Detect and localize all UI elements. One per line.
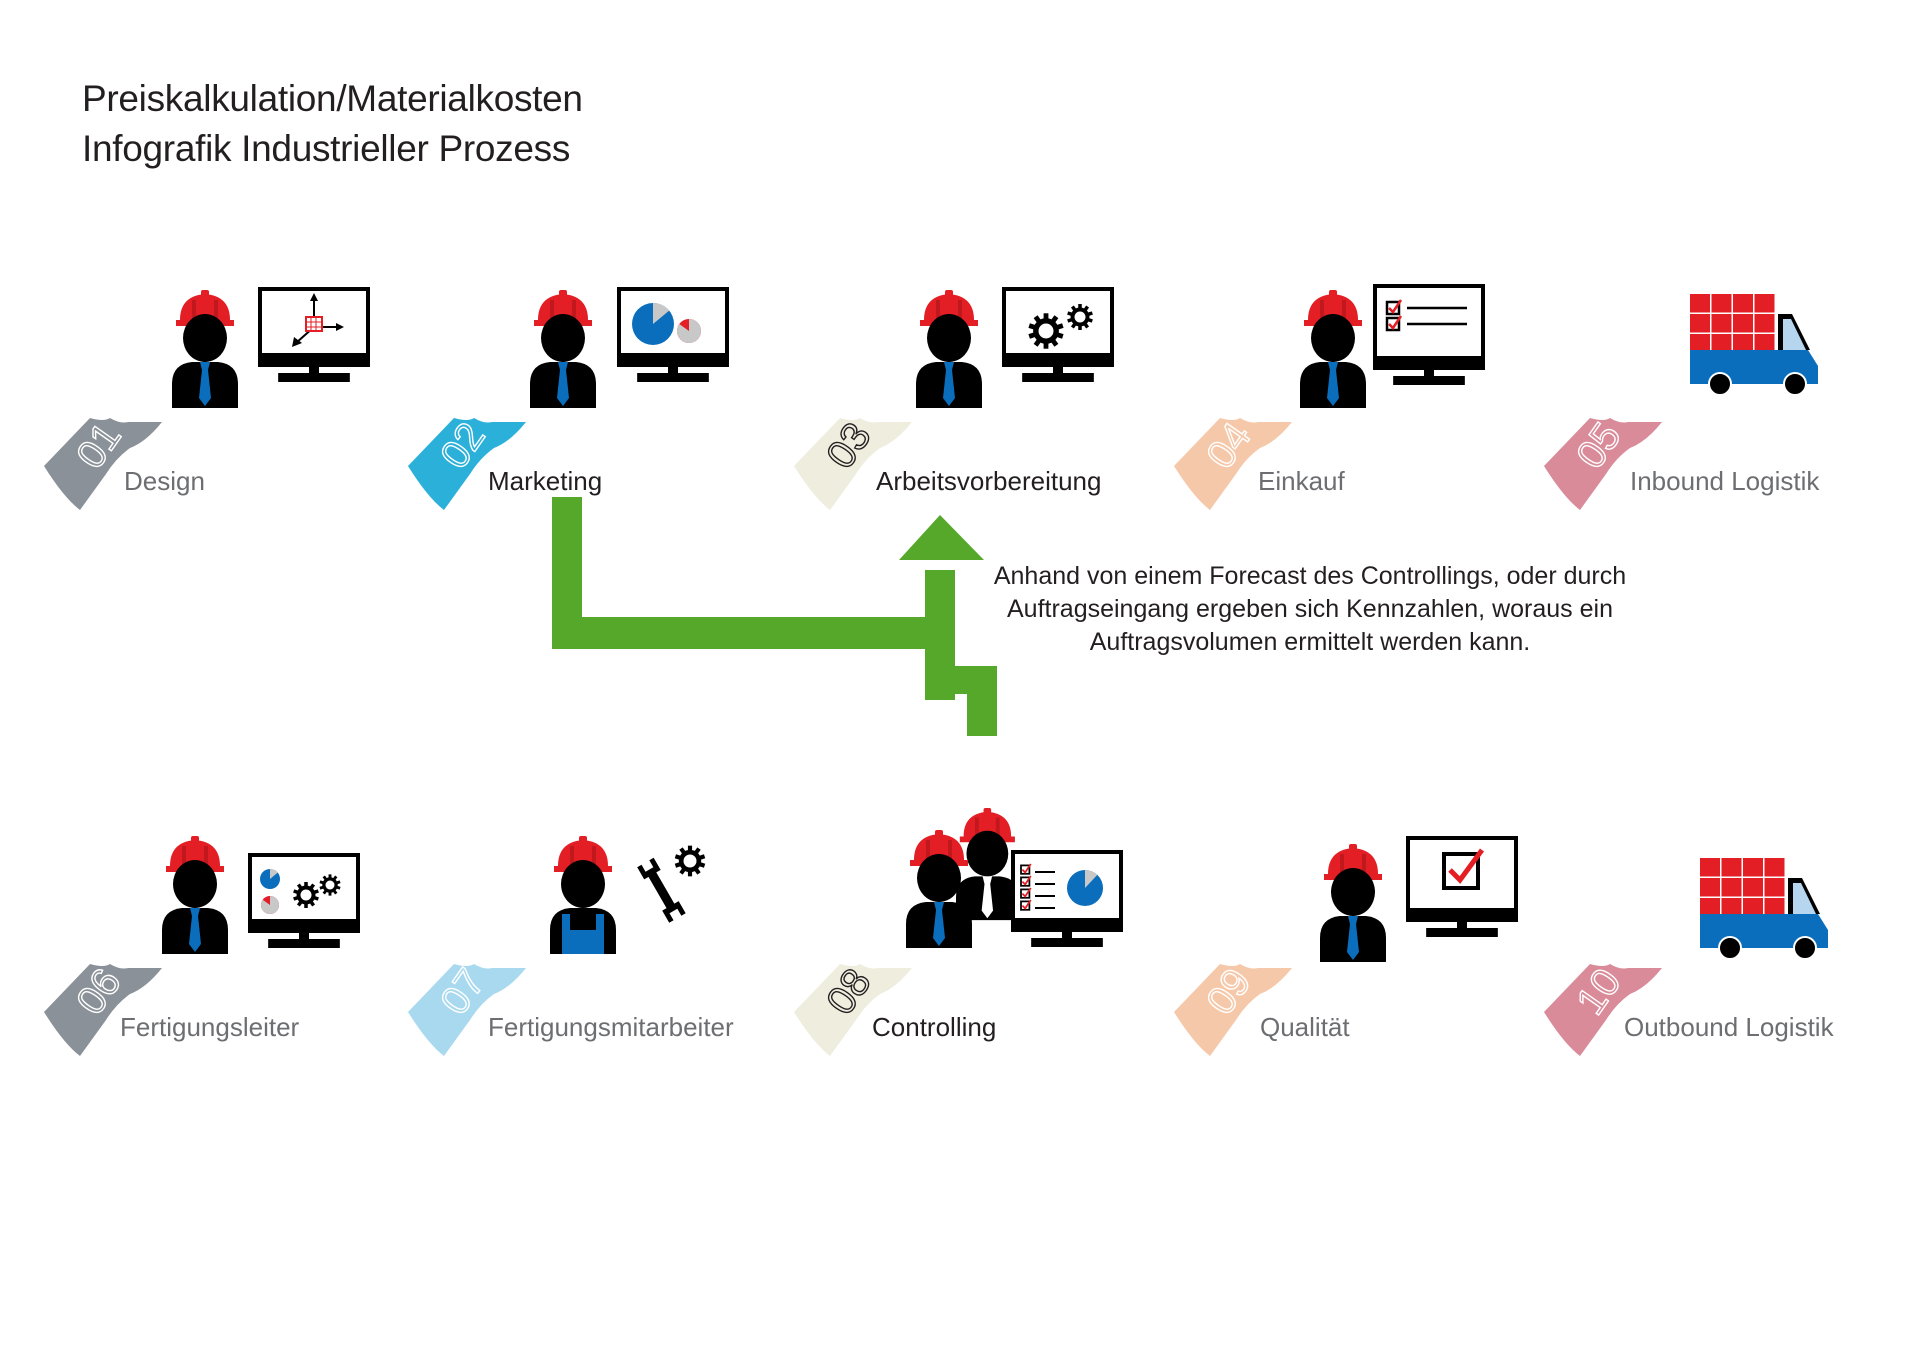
step-number-tag: 02 (408, 414, 526, 510)
arrow-tail-from-controlling (967, 666, 997, 736)
engineer-gears-monitor-icon (916, 287, 1114, 408)
pie-chart-icon (260, 869, 280, 889)
process-step-10: 10 Outbound Logistik (1544, 816, 1920, 1076)
title-line-1: Preiskalkulation/Materialkosten (82, 78, 583, 119)
wrench-icon (637, 857, 686, 923)
pie-chart-icon (1067, 870, 1103, 906)
tag-ribbon-shape (794, 418, 912, 510)
monitor (617, 287, 729, 382)
arrow-segment-horizontal (552, 617, 932, 649)
step-label: Fertigungsleiter (120, 1012, 300, 1042)
tag-ribbon-shape (1544, 964, 1662, 1056)
engineer-3d-design-monitor-icon (172, 287, 370, 408)
worker-figure (550, 836, 616, 954)
team-checklist-pie-monitor-icon (906, 808, 1123, 948)
step-label: Design (124, 466, 205, 496)
step-label: Qualität (1260, 1012, 1350, 1042)
tag-ribbon-shape (1544, 418, 1662, 510)
description-line: Auftragsvolumen ermittelt werden kann. (1089, 628, 1531, 656)
monitor (1002, 287, 1114, 382)
step-number-tag: 05 (1544, 414, 1662, 510)
checkbox-checked-icon (1385, 315, 1403, 332)
step-number-tag: 04 (1174, 414, 1292, 510)
step-number-tag: 06 (44, 960, 162, 1056)
monitor (1373, 284, 1485, 385)
pie-chart-icon (261, 896, 279, 914)
process-step-07: 07 Fertigungsmitarbeiter (408, 816, 840, 1076)
engineer-checkbox-monitor-icon (1320, 836, 1518, 962)
pie-chart-icon (632, 303, 674, 345)
step-label: Fertigungsmitarbeiter (488, 1012, 734, 1042)
step-label: Outbound Logistik (1624, 1012, 1834, 1042)
worker-wrench-gear-icon (550, 836, 706, 954)
delivery-truck (1700, 858, 1828, 960)
process-step-06: 06 Fertigungsleiter (44, 816, 472, 1076)
checkbox-checked-icon (1020, 887, 1032, 899)
worker-figure (162, 836, 228, 954)
monitor (248, 853, 360, 948)
engineer-charts-gears-monitor-icon (162, 836, 360, 954)
worker-figure (1300, 290, 1366, 408)
step-label: Arbeitsvorbereitung (876, 466, 1102, 496)
checkbox-checked-icon (1020, 875, 1032, 887)
gear-icon (1067, 304, 1093, 330)
green-arrow-shape (552, 497, 997, 736)
step-number-tag: 09 (1174, 960, 1292, 1056)
title-line-2: Infografik Industrieller Prozess (82, 128, 571, 169)
tag-ribbon-shape (44, 418, 162, 510)
checkbox-checked-icon (1442, 848, 1485, 890)
step-number-tag: 07 (408, 960, 526, 1056)
monitor (1011, 850, 1123, 947)
tag-ribbon-shape (1174, 964, 1292, 1056)
pie-chart-icon (677, 319, 701, 343)
process-step-09: 09 Qualität (1174, 816, 1610, 1076)
step-number-tag: 01 (44, 414, 162, 510)
worker-figure (956, 808, 1019, 921)
checkbox-checked-icon (1020, 899, 1032, 911)
step-number-tag: 08 (794, 960, 912, 1056)
tag-ribbon-shape (408, 418, 526, 510)
monitor (258, 287, 370, 382)
flow-description: Anhand von einem Forecast des Controllin… (960, 560, 1660, 659)
process-step-04: 04 Einkauf (1174, 270, 1610, 530)
process-step-05: 05 Inbound Logistik (1544, 270, 1920, 530)
3d-cube-axes-icon (292, 293, 344, 347)
tag-ribbon-shape (1174, 418, 1292, 510)
tag-ribbon-shape (44, 964, 162, 1056)
delivery-truck-icon (1700, 858, 1828, 960)
worker-figure (172, 290, 238, 408)
gear-icon (293, 882, 319, 908)
step-number-tag: 10 (1544, 960, 1662, 1056)
step-label: Marketing (488, 466, 603, 496)
process-step-01: 01 Design (44, 270, 472, 530)
description-line: Anhand von einem Forecast des Controllin… (993, 562, 1627, 590)
gear-icon (1028, 313, 1064, 349)
step-label: Inbound Logistik (1630, 466, 1820, 496)
gear-icon (674, 845, 706, 877)
step-label: Einkauf (1258, 466, 1345, 496)
engineer-checklist-monitor-icon (1300, 284, 1485, 408)
tag-ribbon-shape (408, 964, 526, 1056)
checkbox-checked-icon (1385, 299, 1403, 316)
worker-figure (530, 290, 596, 408)
process-step-02: 02 Marketing (408, 270, 840, 530)
process-step-08: 08 Controlling (794, 808, 1226, 1076)
worker-figure (916, 290, 982, 408)
engineer-pie-chart-monitor-icon (530, 287, 729, 408)
checkbox-checked-icon (1020, 863, 1032, 875)
worker-figure (1320, 844, 1386, 962)
step-number-tag: 03 (794, 414, 912, 510)
process-step-03: 03 Arbeitsvorbereitung (794, 270, 1226, 530)
tag-ribbon-shape (794, 964, 912, 1056)
monitor (1406, 836, 1518, 937)
delivery-truck-icon (1690, 294, 1818, 396)
gear-icon (319, 874, 341, 896)
description-line: Auftragseingang ergeben sich Kennzahlen,… (1007, 595, 1613, 623)
delivery-truck (1690, 294, 1818, 396)
step-label: Controlling (872, 1012, 997, 1042)
worker-figure (906, 830, 972, 948)
arrow-head-up (899, 515, 984, 560)
